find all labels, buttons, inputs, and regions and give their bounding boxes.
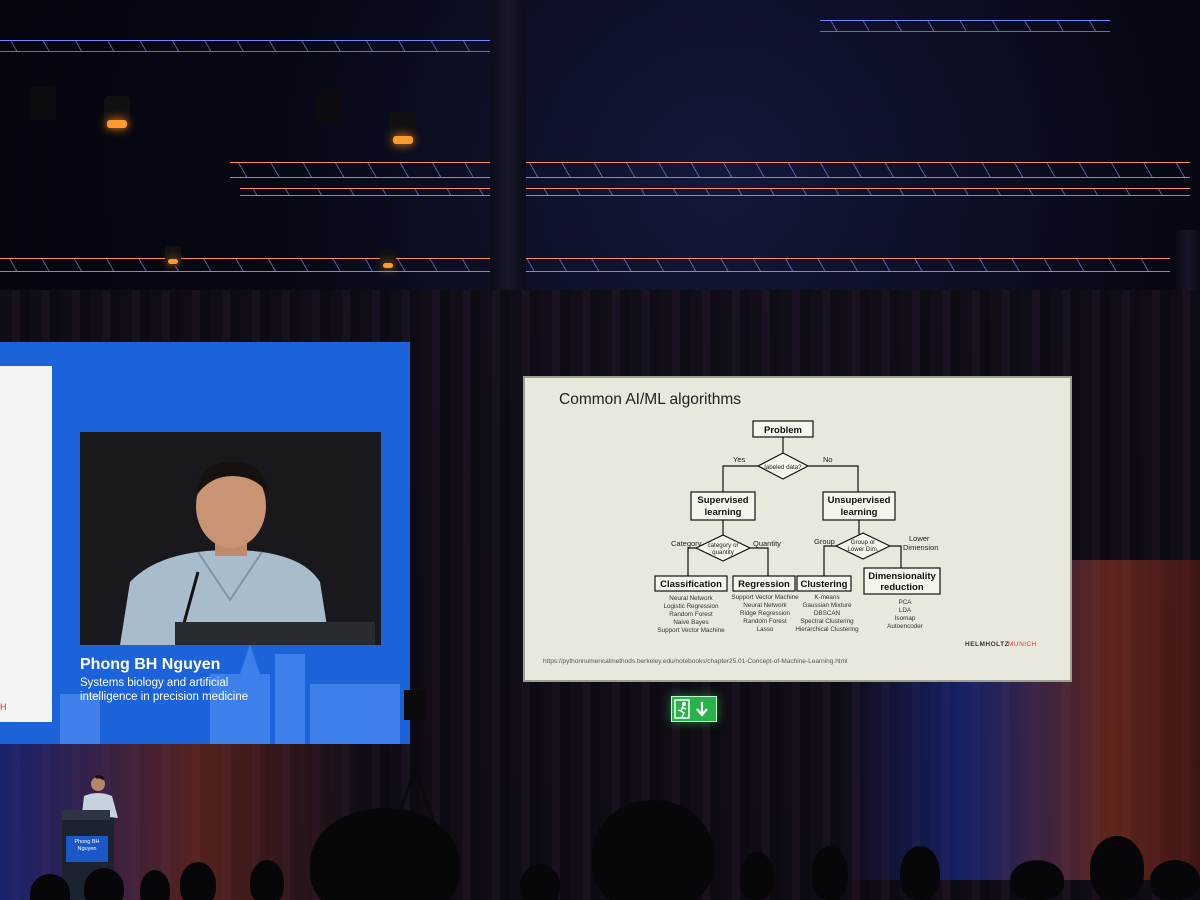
speaker-video-feed xyxy=(80,432,381,645)
ceiling-truss-middle-lower xyxy=(240,188,1190,196)
unsupervised-node xyxy=(822,491,896,521)
regression-label: Regression xyxy=(738,579,790,590)
speaker-name: Phong BH Nguyen xyxy=(80,656,221,673)
classification-algo: Neural Network xyxy=(669,595,713,602)
lectern-laptop xyxy=(62,810,110,820)
audience-head xyxy=(592,800,714,900)
lower-dimension-line1: Lower xyxy=(909,534,930,543)
classification-algo: Naive Bayes xyxy=(673,619,708,626)
dimensionality-label-line2: reduction xyxy=(880,582,923,593)
audience-head xyxy=(1010,860,1064,900)
clustering-algo: Spectral Clustering xyxy=(800,618,854,625)
dimensionality-algo: Isomap xyxy=(895,615,916,622)
audience-head xyxy=(250,860,284,900)
group-label: Group xyxy=(814,537,835,546)
unsupervised-label-line2: learning xyxy=(841,507,878,518)
slide-source-url: https://pythonnumericalmethods.berkeley.… xyxy=(543,658,848,665)
audience-head xyxy=(520,864,560,900)
stage-lamp xyxy=(380,250,396,270)
helmholtz-logo: HELMHOLTZ xyxy=(965,641,1010,648)
classification-algo: Logistic Regression xyxy=(664,603,719,610)
dimensionality-algo: Autoencoder xyxy=(887,623,923,630)
supervised-node xyxy=(690,491,756,521)
classification-label: Classification xyxy=(660,579,722,590)
classification-algo: Support Vector Machine xyxy=(657,627,725,634)
stage-lamp xyxy=(165,246,181,266)
lectern-sign-line: Phong BH xyxy=(74,839,100,845)
group-lowerdim-line1: Group or xyxy=(851,539,875,546)
left-projection-screen: H xyxy=(0,342,410,744)
dimensionality-algo: LDA xyxy=(899,607,912,614)
munich-logo-text: MUNICH xyxy=(1008,641,1037,648)
screen-white-panel: H xyxy=(0,366,52,722)
audience-head xyxy=(84,868,124,900)
audience-head xyxy=(140,870,170,900)
clustering-label: Clustering xyxy=(801,579,848,590)
category-quantity-line1: category or xyxy=(708,542,739,549)
ceiling-truss-lower xyxy=(0,258,1170,272)
emergency-exit-sign xyxy=(671,696,717,722)
regression-algo: Support Vector Machine xyxy=(731,594,799,601)
lectern-sign-line: Nguyen xyxy=(77,846,97,852)
ceiling-truss-top-right xyxy=(820,20,1110,32)
regression-node xyxy=(732,575,796,592)
clustering-algo: Hierarchical Clustering xyxy=(795,626,859,633)
supervised-label-line2: learning xyxy=(705,507,742,518)
unsupervised-label-line1: Unsupervised xyxy=(828,495,891,506)
yes-label: Yes xyxy=(733,455,745,464)
stage-lamp xyxy=(316,90,342,124)
no-label: No xyxy=(823,455,833,464)
audience-head xyxy=(812,846,848,900)
curtain-light-left xyxy=(0,740,360,900)
dimensionality-label-line1: Dimensionality xyxy=(868,571,936,582)
group-lowerdim-decision xyxy=(834,532,892,560)
audience-head xyxy=(900,846,940,900)
slide-title: Common AI/ML algorithms xyxy=(559,391,742,408)
lower-dimension-line2: Dimension xyxy=(903,543,938,552)
audience-head xyxy=(180,862,216,900)
regression-algo: Neural Network xyxy=(743,602,787,609)
clustering-algo: Gaussian Mixture xyxy=(803,602,852,609)
quantity-label: Quantity xyxy=(753,539,781,548)
ml-algorithm-flowchart: Problem labeled data? Yes No Supervised … xyxy=(654,420,941,634)
audience-head xyxy=(1090,836,1144,900)
audience-head xyxy=(1150,860,1200,900)
category-quantity-decision xyxy=(694,534,752,562)
classification-node xyxy=(654,575,728,592)
panel-mark: H xyxy=(0,702,7,712)
ceiling-truss-top xyxy=(0,40,520,52)
regression-algo: Random Forest xyxy=(743,618,787,625)
clustering-algo: K-means xyxy=(814,594,839,601)
regression-algo: Lasso xyxy=(757,626,774,633)
dimensionality-algo: PCA xyxy=(899,599,913,606)
stage-lamp xyxy=(390,112,416,146)
audience-head xyxy=(310,808,460,900)
group-lowerdim-line2: Lower Dim. xyxy=(847,546,879,553)
audience-head xyxy=(740,852,774,900)
labeled-data-label: labeled data? xyxy=(764,464,802,471)
stage-lamp xyxy=(104,96,130,130)
dimensionality-node xyxy=(863,567,941,595)
labeled-data-decision xyxy=(756,452,810,480)
city-skyline-graphic xyxy=(60,644,400,744)
ceiling-truss-middle xyxy=(230,162,1190,178)
category-label: Category xyxy=(671,539,702,548)
clustering-node xyxy=(796,575,852,592)
slide-projection-screen: Common AI/ML algorithms Problem labeled … xyxy=(523,376,1072,682)
speaker-role: Systems biology and artificial intellige… xyxy=(80,677,249,703)
audience-head xyxy=(30,874,70,900)
lectern-name-sign: Phong BH Nguyen xyxy=(66,836,108,862)
problem-label: Problem xyxy=(764,425,802,436)
classification-algo: Random Forest xyxy=(669,611,713,618)
category-quantity-line2: quantity xyxy=(712,549,735,556)
clustering-algo: DBSCAN xyxy=(814,610,841,617)
stage-lamp xyxy=(30,86,56,120)
camera-tripod xyxy=(393,690,437,826)
supervised-label-line1: Supervised xyxy=(697,495,748,506)
regression-algo: Ridge Regression xyxy=(740,610,791,617)
